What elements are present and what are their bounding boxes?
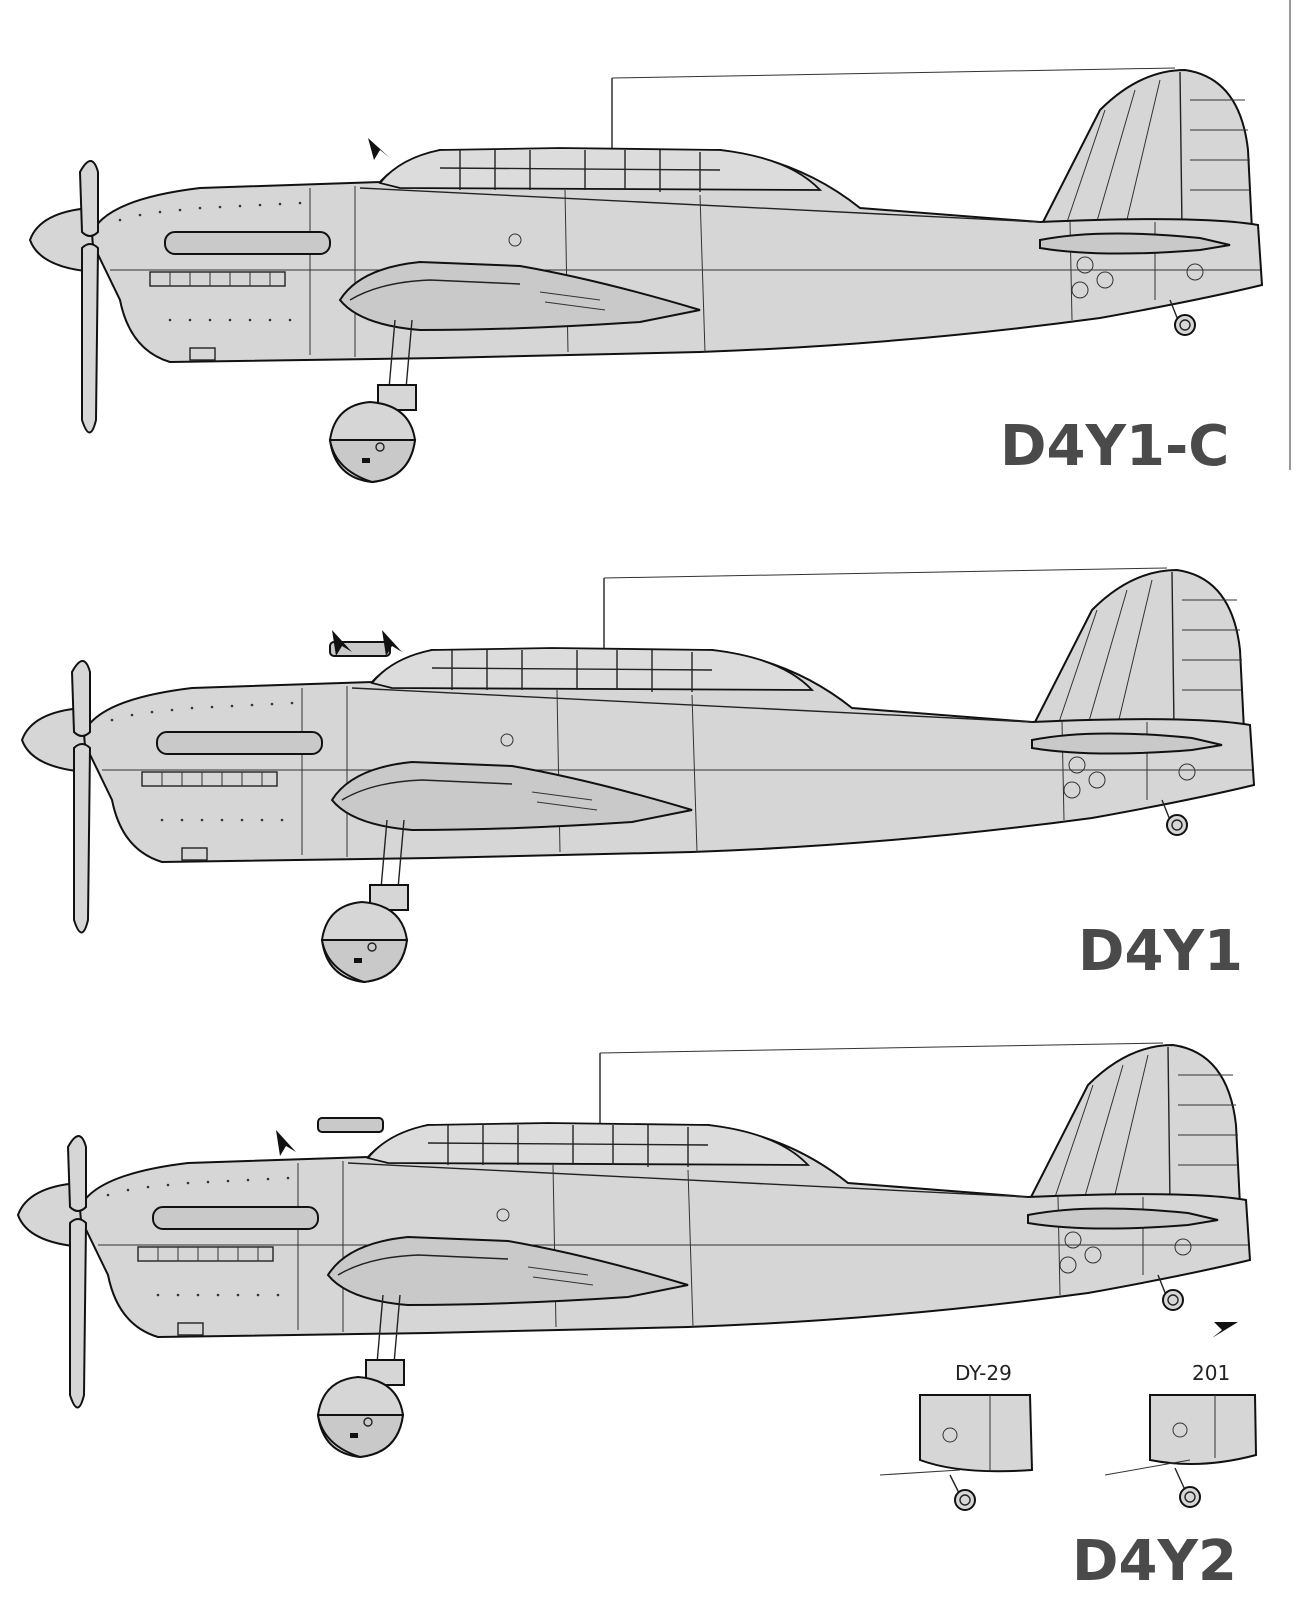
change-arrow — [276, 1130, 296, 1156]
designation-label: D4Y1 — [1078, 919, 1243, 984]
variant-label: 201 — [1192, 1361, 1230, 1385]
profile-d4y2: DY-29 201 D4Y2 — [17, 1042, 1258, 1594]
variant-label: DY-29 — [955, 1361, 1012, 1385]
profile-d4y1: D4Y1 — [21, 567, 1255, 984]
designation-label: D4Y1-C — [1000, 414, 1229, 479]
change-arrow — [332, 630, 352, 656]
designation-label: D4Y2 — [1072, 1529, 1237, 1594]
gun-fairing — [317, 1117, 384, 1133]
tail-variant-dy-29: DY-29 — [879, 1361, 1034, 1511]
change-arrow — [1212, 1322, 1238, 1338]
tail-variant-201: 201 — [1104, 1361, 1258, 1508]
profile-d4y1-c: D4Y1-C — [29, 67, 1263, 483]
change-arrow — [368, 138, 390, 160]
change-arrow — [382, 630, 402, 656]
